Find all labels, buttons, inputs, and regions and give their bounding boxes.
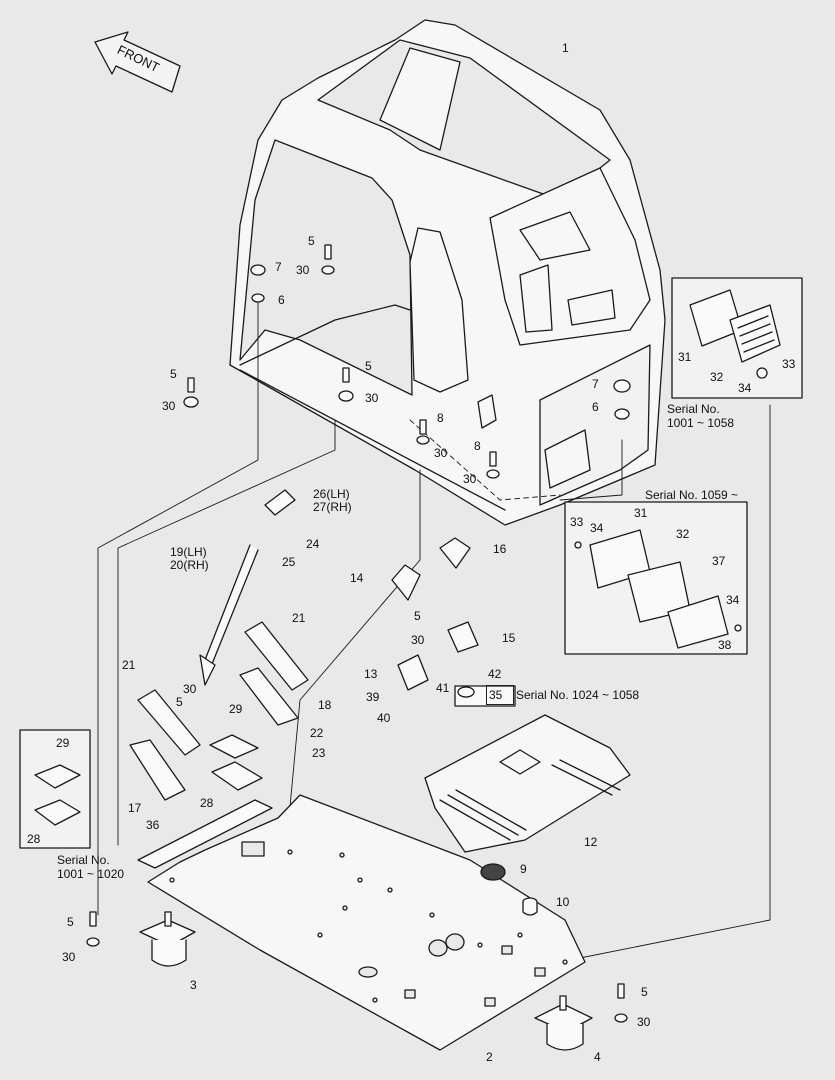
part-label-36: 36: [146, 818, 160, 832]
part-label-31: 31: [678, 350, 692, 364]
part-label-34: 34: [738, 381, 752, 395]
part-label-5: 5: [308, 234, 315, 248]
part-label-25: 25: [282, 555, 296, 569]
part-label-9: 9: [520, 862, 527, 876]
part-label-5: 5: [170, 367, 177, 381]
part-label-30: 30: [296, 263, 310, 277]
part-label-30: 30: [434, 446, 448, 460]
pedal-small-icon: [391, 537, 479, 691]
part-label-39: 39: [366, 690, 380, 704]
cab-floor-edge: [239, 304, 506, 511]
part-label-42: 42: [488, 667, 502, 681]
part-label-14: 14: [350, 571, 364, 585]
part-label-29: 29: [229, 702, 243, 716]
part-label-5: 5: [414, 609, 421, 623]
part-label-6: 6: [278, 293, 285, 307]
floor-gasket-left-icon: [137, 799, 273, 869]
part-label-30: 30: [183, 682, 197, 696]
part-label-12: 12: [584, 835, 598, 849]
part-label-15: 15: [502, 631, 516, 645]
part-label-2: 2: [486, 1050, 493, 1064]
part-label-5: 5: [176, 695, 183, 709]
pedal-right-icon: [239, 621, 309, 726]
serial-note-mid-right: Serial No. 1059 ~: [645, 488, 739, 502]
cab-bolts-icon: [183, 244, 631, 479]
part-label-30: 30: [637, 1015, 651, 1029]
part-label-32: 32: [676, 527, 690, 541]
part-label-16: 16: [493, 542, 507, 556]
part-35-label-box: [486, 685, 514, 705]
part-label-17: 17: [128, 801, 142, 815]
part-label-28: 28: [27, 832, 41, 846]
part-label-33: 33: [782, 357, 796, 371]
part-label-26-27: 26(LH) 27(RH): [313, 487, 352, 514]
serial-note-upper-right: Serial No. 1001 ~ 1058: [667, 402, 735, 430]
part-label-18: 18: [318, 698, 332, 712]
pedal-left-icon: [129, 689, 201, 801]
pedal-gaskets-icon: [209, 734, 263, 791]
part-label-23: 23: [312, 746, 326, 760]
part-label-3: 3: [190, 978, 197, 992]
serial-note-switch: Serial No. 1024 ~ 1058: [516, 688, 640, 702]
grommet-icon: [480, 863, 506, 881]
floor-plate: [147, 794, 586, 1051]
part-label-34: 34: [590, 521, 604, 535]
part-label-1: 1: [562, 41, 569, 55]
cab-side-window: [489, 167, 651, 346]
part-label-37: 37: [712, 554, 726, 568]
part-label-13: 13: [364, 667, 378, 681]
part-label-35: 35: [489, 688, 503, 702]
mount-left-icon: [139, 911, 196, 967]
part-label-28: 28: [200, 796, 214, 810]
bumper-icon: [522, 897, 538, 916]
part-label-30: 30: [365, 391, 379, 405]
travel-lever-icon: [199, 489, 296, 686]
floor-plate-holes: [169, 841, 568, 1007]
switch-icon: [454, 685, 516, 707]
part-label-32: 32: [710, 370, 724, 384]
cab-door-window: [409, 227, 469, 393]
part-label-31: 31: [634, 506, 648, 520]
part-label-7: 7: [592, 377, 599, 391]
front-arrow-icon: [94, 31, 181, 93]
part-label-34: 34: [726, 593, 740, 607]
part-label-22: 22: [310, 726, 324, 740]
vent-assembly-icon: [574, 529, 742, 649]
part-label-40: 40: [377, 711, 391, 725]
part-label-8: 8: [474, 439, 481, 453]
part-label-30: 30: [162, 399, 176, 413]
part-label-5: 5: [641, 985, 648, 999]
part-label-19-20: 19(LH) 20(RH): [170, 545, 209, 572]
assembly-leader-lines: [97, 299, 771, 961]
cab-door-handle-icon: [477, 394, 497, 429]
part-label-21: 21: [122, 658, 136, 672]
mount-right-icon: [534, 995, 593, 1051]
vent-cover-icon: [689, 289, 781, 379]
part-label-6: 6: [592, 400, 599, 414]
part-label-30: 30: [463, 472, 477, 486]
part-label-30: 30: [62, 950, 76, 964]
part-label-4: 4: [594, 1050, 601, 1064]
part-label-5: 5: [365, 359, 372, 373]
part-label-5: 5: [67, 915, 74, 929]
serial-box-left-frame: [19, 729, 91, 849]
part-label-41: 41: [436, 681, 450, 695]
part-label-7: 7: [275, 260, 282, 274]
part-label-24: 24: [306, 537, 320, 551]
part-label-33: 33: [570, 515, 584, 529]
serial-note-left: Serial No. 1001 ~ 1020: [57, 853, 125, 881]
part-label-21: 21: [292, 611, 306, 625]
part-label-29: 29: [56, 736, 70, 750]
part-label-10: 10: [556, 895, 570, 909]
floor-mat: [424, 714, 631, 853]
part-label-8: 8: [437, 411, 444, 425]
floor-bolts-icon: [86, 911, 628, 1023]
part-label-38: 38: [718, 638, 732, 652]
part-label-30: 30: [411, 633, 425, 647]
